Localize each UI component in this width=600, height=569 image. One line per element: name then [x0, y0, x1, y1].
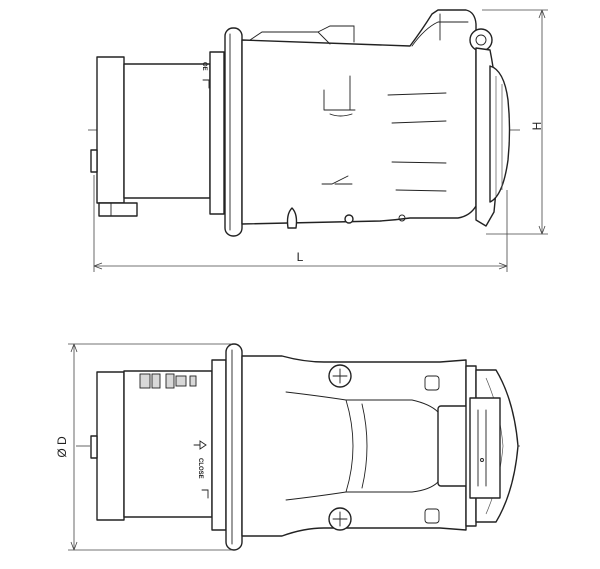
- top-transition-ring: [211, 359, 227, 531]
- lever-mark-upper: [323, 75, 356, 117]
- front-face: [489, 65, 511, 203]
- bottom-lug: [286, 207, 298, 229]
- dimension-h: H: [482, 9, 548, 235]
- slot-bottom: [424, 508, 440, 524]
- cable-clamp-tab: [98, 202, 138, 217]
- top-rear-nub: [90, 435, 98, 459]
- rating-label: [139, 373, 197, 389]
- transition-ring: [209, 51, 225, 215]
- screw-bottom: [328, 507, 352, 531]
- cover-hinge: [469, 397, 501, 499]
- rear-nub: [90, 149, 98, 173]
- svg-text:H: H: [530, 122, 544, 131]
- top-flange: [225, 343, 243, 551]
- svg-text:CLOSE: CLOSE: [197, 458, 203, 479]
- top-view: CLOSE: [55, 343, 520, 551]
- top-rear-cap: [96, 371, 125, 521]
- svg-text:Ø D: Ø D: [55, 436, 69, 458]
- dimension-l: L: [93, 175, 508, 272]
- rear-body: [123, 63, 211, 199]
- lid-latch: [437, 405, 471, 487]
- screw-top: [328, 364, 352, 388]
- oe-marking: OE: [201, 62, 210, 89]
- hinge-pin: [469, 28, 493, 52]
- top-main-body: [241, 355, 467, 537]
- side-view: OE: [88, 9, 548, 272]
- slot-top: [424, 375, 440, 391]
- lever-mark-lower: [321, 175, 353, 185]
- side-flange: [224, 27, 243, 237]
- rear-cap: [96, 56, 125, 204]
- dimension-d: Ø D: [55, 343, 232, 551]
- top-rear-body: [123, 370, 213, 518]
- svg-text:OE: OE: [201, 62, 207, 71]
- drain-dot: [344, 214, 354, 224]
- svg-text:L: L: [297, 250, 304, 264]
- side-main-body: [241, 9, 477, 225]
- close-marking: CLOSE: [193, 440, 209, 499]
